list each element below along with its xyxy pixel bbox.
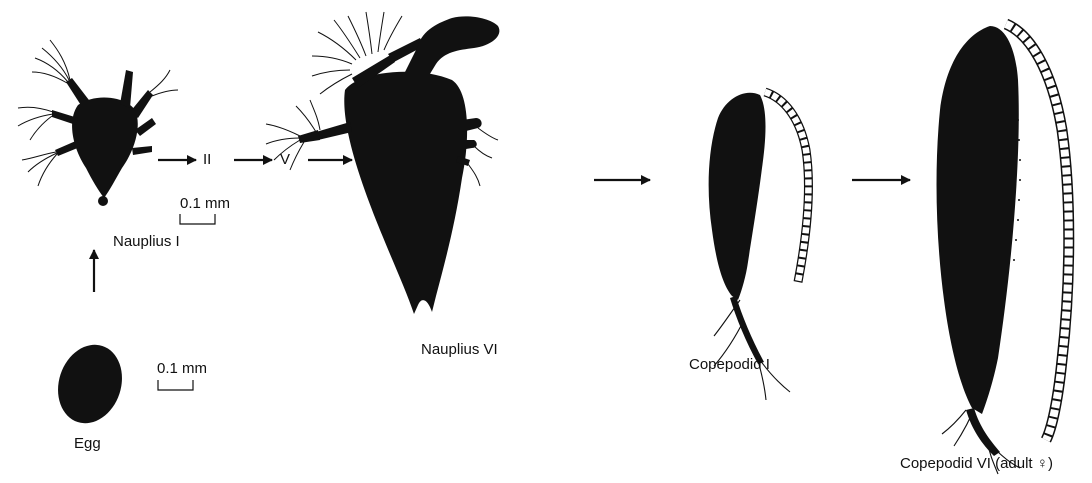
- nauplius-6-illustration: [266, 12, 499, 314]
- stage-label-copepodid-6: Copepodid VI (adult ♀): [900, 456, 1053, 471]
- intermediate-stage-v: V: [280, 152, 290, 167]
- nauplius-1-illustration: [18, 40, 178, 206]
- copepodid-6-illustration: [937, 24, 1069, 474]
- stage-label-copepodid-1: Copepodid I: [689, 357, 770, 372]
- egg-illustration: [48, 336, 132, 431]
- scale-label-egg: 0.1 mm: [157, 361, 207, 376]
- intermediate-stage-ii: II: [203, 152, 211, 167]
- stage-arrows: [94, 160, 910, 292]
- stage-label-egg: Egg: [74, 436, 101, 451]
- scale-bar-nauplius: [180, 214, 215, 224]
- scale-label-nauplius: 0.1 mm: [180, 196, 230, 211]
- stage-label-nauplius-1: Nauplius I: [113, 234, 180, 249]
- copepodid-1-illustration: [709, 92, 809, 400]
- scale-bar-egg: [158, 380, 193, 390]
- stage-label-nauplius-6: Nauplius VI: [421, 342, 498, 357]
